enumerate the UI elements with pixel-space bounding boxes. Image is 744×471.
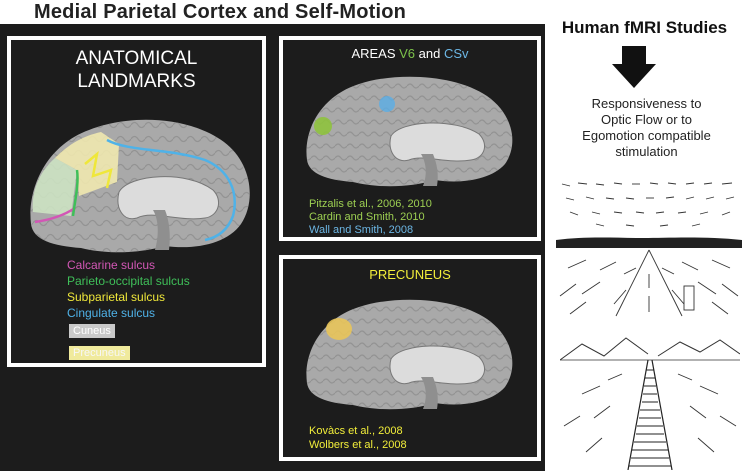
areas-panel: AREAS V6 and CSv Pitzalis et al., 2006, … (279, 36, 541, 241)
precuneus-region (55, 132, 119, 196)
mountains (560, 337, 649, 361)
brainstem (421, 377, 438, 409)
legend-subparietal-sulcus: Subparietal sulcus (67, 290, 165, 304)
precuneus-panel: PRECUNEUS Kovàcs et al., 2008 Wolbers et… (279, 255, 541, 461)
precuneus-ref-2: Wolbers et al., 2008 (309, 439, 407, 451)
precuneus-ref-1: Kovàcs et al., 2008 (309, 425, 403, 437)
legend-cingulate-sulcus: Cingulate sulcus (67, 306, 155, 320)
legend-parieto-occipital-sulcus: Parieto-occipital sulcus (67, 274, 190, 288)
brain-precuneus-illustration (306, 299, 513, 410)
v6-label: V6 (399, 46, 416, 61)
brain-medial-landmarks-illustration (30, 119, 250, 253)
landmarks-panel: ANATOMICAL LANDMARKS Calcarine sulcus Pa… (7, 36, 266, 367)
legend-calcarine-sulcus: Calcarine sulcus (67, 258, 155, 272)
horizon-treeline (556, 237, 742, 248)
precuneus-title: PRECUNEUS (369, 267, 451, 282)
brain-areas-illustration (306, 76, 513, 187)
areas-title: AREAS V6 and CSv (283, 46, 537, 61)
corpus-callosum (117, 176, 220, 220)
v6-area-marker (314, 117, 332, 135)
csv-area-marker (379, 96, 395, 112)
legend-subparietal-label: Subparietal sulcus (67, 290, 166, 304)
figure-title: Medial Parietal Cortex and Self-Motion (34, 1, 407, 23)
areas-ref-3: Wall and Smith, 2008 (309, 224, 414, 236)
down-arrow-icon (612, 46, 656, 88)
calcarine-sulcus-line (34, 206, 76, 224)
areas-ref-2: Cardin and Smith, 2010 (309, 211, 425, 223)
optic-flow-sketch-railway (560, 337, 740, 470)
runway-marker (683, 285, 695, 311)
cuneus-region (32, 158, 77, 216)
precuneus-area-marker (326, 318, 352, 340)
fmri-desc-line3: Egomotion compatible (582, 128, 711, 143)
fmri-studies-title: Human fMRI Studies (561, 18, 728, 37)
areas-and-label: and (418, 46, 441, 61)
brainstem (421, 154, 438, 186)
cuneus-legend-chip: Cuneus (69, 324, 115, 338)
fmri-desc-line2: Optic Flow or to (600, 112, 693, 127)
landmarks-heading-line2: LANDMARKS (77, 71, 196, 92)
fmri-desc-line4: stimulation (615, 144, 678, 159)
csv-label: CSv (444, 46, 469, 61)
legend-cingulate-label: Cingulate sulcus (67, 306, 156, 320)
precuneus-legend-chip: Precuneus (69, 346, 130, 360)
areas-title-prefix: AREAS (351, 46, 396, 61)
optic-flow-sketch-field (556, 182, 742, 317)
cingulate-sulcus-line (106, 138, 236, 242)
fmri-desc-line1: Responsiveness to (591, 96, 702, 111)
legend-parieto-occipital-label: Parieto-occipital sulcus (67, 274, 190, 288)
mountains-right (657, 339, 740, 357)
parieto-occipital-sulcus-line (71, 169, 79, 217)
areas-ref-1: Pitzalis et al., 2006, 2010 (309, 198, 432, 210)
legend-calcarine-label: Calcarine sulcus (67, 258, 156, 272)
landmarks-heading-line1: ANATOMICAL (75, 48, 198, 69)
brainstem (153, 210, 170, 250)
subparietal-sulcus-line (84, 150, 113, 189)
corpus-callosum (389, 345, 486, 385)
corpus-callosum (389, 122, 486, 162)
